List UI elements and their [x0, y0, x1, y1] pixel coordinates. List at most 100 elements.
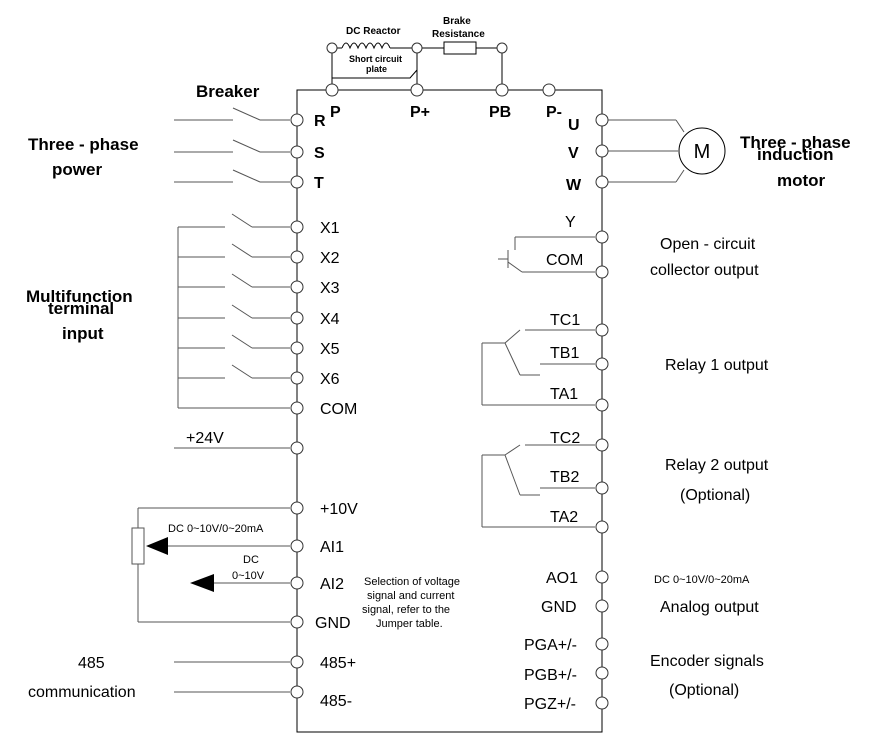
label-485minus: 485-	[320, 693, 352, 710]
terminal-TA1	[595, 398, 609, 412]
three-phase-power-label-1: Three - phase	[28, 135, 139, 154]
terminal-X3	[290, 280, 304, 294]
label-P: P	[330, 104, 341, 121]
motor-label-3: motor	[777, 171, 826, 190]
terminal-COM-output	[595, 265, 609, 279]
input-switch-wiring	[177, 213, 290, 409]
label-10V: +10V	[320, 501, 358, 518]
terminal-X1	[290, 220, 304, 234]
relay2-label: Relay 2 output	[665, 457, 769, 474]
terminal-V	[595, 144, 609, 158]
terminal-U	[595, 113, 609, 127]
multifunction-label-2: terminal	[48, 299, 114, 318]
terminal-R	[290, 113, 304, 127]
label-PGZ: PGZ+/-	[524, 696, 576, 713]
encoder-optional: (Optional)	[669, 682, 739, 699]
label-TB2: TB2	[550, 469, 579, 486]
label-AI2: AI2	[320, 576, 344, 593]
label-X3: X3	[320, 280, 340, 297]
dc-bus-terminals	[325, 42, 556, 97]
terminal-X4	[290, 311, 304, 325]
jumper-note-2: signal and current	[367, 590, 454, 602]
label-485plus: 485+	[320, 655, 356, 672]
terminal-PGA	[595, 637, 609, 651]
terminal-TA2	[595, 520, 609, 534]
label-PGB: PGB+/-	[524, 667, 577, 684]
multifunction-label-3: input	[62, 324, 104, 343]
short-circuit-label-1: Short circuit	[349, 54, 402, 64]
label-X1: X1	[320, 220, 340, 237]
terminal-GND-left	[290, 615, 304, 629]
terminal-PGZ	[595, 696, 609, 710]
short-circuit-label-2: plate	[366, 64, 387, 74]
label-X2: X2	[320, 250, 340, 267]
terminal-COM-input	[290, 401, 304, 415]
terminal-AI1	[290, 539, 304, 553]
terminal-GND-right	[595, 599, 609, 613]
label-PGA: PGA+/-	[524, 637, 577, 654]
label-COM-input: COM	[320, 401, 357, 418]
terminal-PGB	[595, 666, 609, 680]
label-TA2: TA2	[550, 509, 578, 526]
label-TA1: TA1	[550, 386, 578, 403]
terminal-10V	[290, 501, 304, 515]
ai1-range-label: DC 0~10V/0~20mA	[168, 523, 264, 535]
label-24V: +24V	[186, 430, 224, 447]
label-X4: X4	[320, 311, 340, 328]
rs485-label-2: communication	[28, 684, 136, 701]
jumper-note-1: Selection of voltage	[364, 576, 460, 588]
brake-resistor	[443, 41, 477, 55]
label-PB: PB	[489, 104, 511, 121]
open-collector-wiring	[498, 236, 595, 273]
jumper-note-4: Jumper table.	[376, 618, 443, 630]
label-Pminus: P-	[546, 104, 562, 121]
terminal-AO1	[595, 570, 609, 584]
label-R: R	[314, 113, 326, 130]
terminal-TC1	[595, 323, 609, 337]
motor-symbol	[678, 127, 726, 175]
terminal-P	[325, 83, 339, 97]
label-X6: X6	[320, 371, 340, 388]
label-COM-output: COM	[546, 252, 583, 269]
relay1-wiring	[481, 329, 595, 406]
label-W: W	[566, 177, 582, 194]
label-S: S	[314, 145, 325, 162]
open-collector-label-1: Open - circuit	[660, 236, 756, 253]
terminal-T	[290, 175, 304, 189]
ai1-arrow	[146, 537, 168, 555]
terminal-S	[290, 145, 304, 159]
terminal-AI2	[290, 576, 304, 590]
terminal-485plus	[290, 655, 304, 669]
terminal-X6	[290, 371, 304, 385]
label-AI1: AI1	[320, 539, 344, 556]
dc-reactor-label: DC Reactor	[346, 26, 401, 37]
terminal-X2	[290, 250, 304, 264]
label-GND-left: GND	[315, 615, 351, 632]
terminal-24V	[290, 441, 304, 455]
relay2-optional: (Optional)	[680, 487, 750, 504]
motor-label-1: Three - phase	[740, 133, 851, 152]
analog-out-range: DC 0~10V/0~20mA	[654, 574, 750, 586]
terminal-TB1	[595, 357, 609, 371]
motor-wiring	[602, 119, 685, 183]
label-V: V	[568, 145, 579, 162]
terminal-485minus	[290, 685, 304, 699]
terminal-X5	[290, 341, 304, 355]
motor-symbol-label: M	[694, 141, 711, 163]
terminal-PB	[495, 83, 509, 97]
label-X5: X5	[320, 341, 340, 358]
terminal-TC2	[595, 438, 609, 452]
label-U: U	[568, 117, 580, 134]
label-T: T	[314, 175, 324, 192]
jumper-note-3: signal, refer to the	[362, 604, 450, 616]
breaker-label: Breaker	[196, 82, 260, 101]
relay2-wiring	[481, 444, 595, 528]
analog-out-label: Analog output	[660, 599, 759, 616]
terminal-W	[595, 175, 609, 189]
label-TC2: TC2	[550, 430, 580, 447]
brake-label-2: Resistance	[432, 29, 485, 40]
encoder-label: Encoder signals	[650, 653, 764, 670]
label-Y: Y	[565, 214, 576, 231]
